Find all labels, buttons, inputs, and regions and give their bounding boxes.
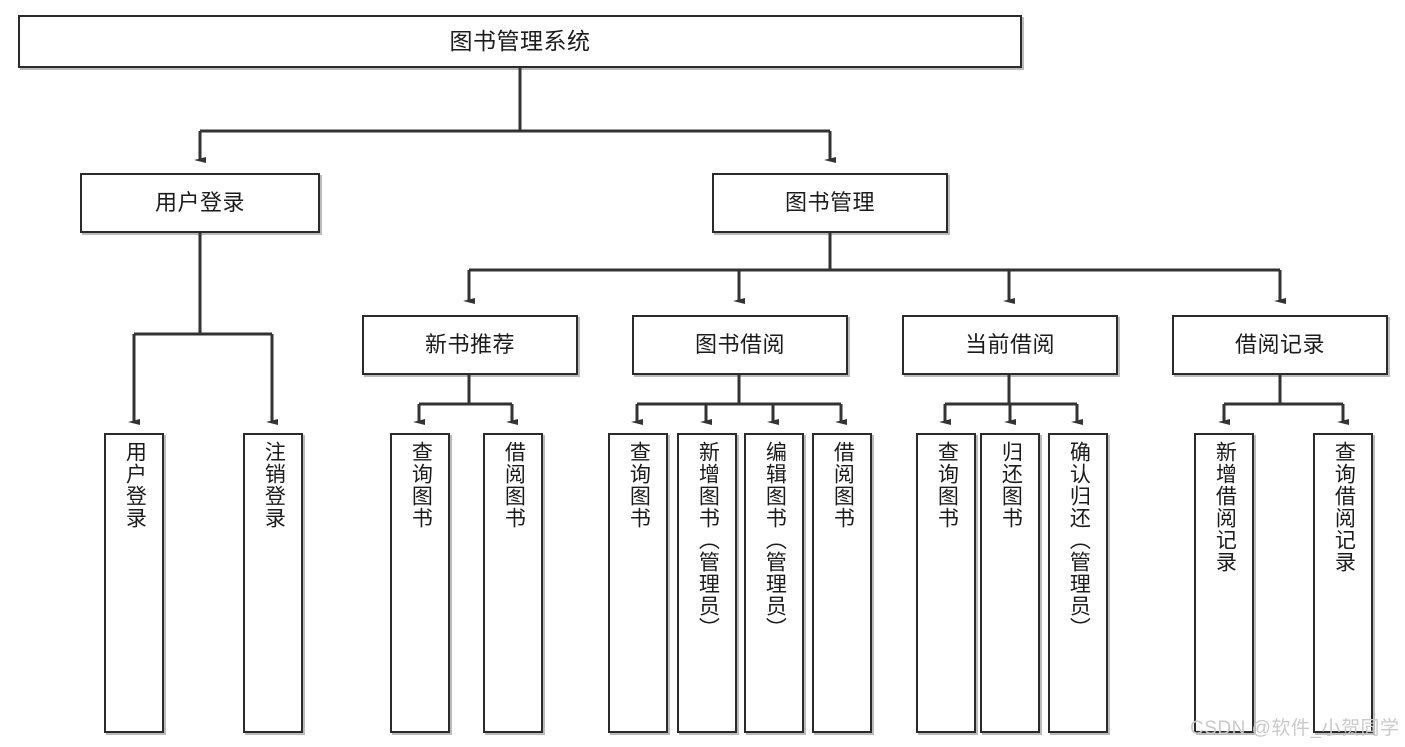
node-book-management-label: 图书管理 xyxy=(784,190,875,216)
leaf-confirm-return-admin[interactable]: 确认归还（管理员） xyxy=(1048,433,1108,733)
leaf-query-book-current-label: 查询图书 xyxy=(935,441,959,529)
node-borrow-records[interactable]: 借阅记录 xyxy=(1172,315,1388,375)
leaf-query-borrow-record[interactable]: 查询借阅记录 xyxy=(1313,433,1373,733)
leaf-add-book-admin-label: 新增图书（管理员） xyxy=(696,441,720,639)
leaf-query-book-recommend-label: 查询图书 xyxy=(409,441,433,529)
node-user-login-label: 用户登录 xyxy=(154,190,245,216)
node-current-borrow[interactable]: 当前借阅 xyxy=(902,315,1118,375)
node-borrow-records-label: 借阅记录 xyxy=(1234,332,1325,358)
leaf-query-borrow-record-label: 查询借阅记录 xyxy=(1332,441,1356,573)
leaf-borrow-book-label: 借阅图书 xyxy=(831,441,855,529)
node-root[interactable]: 图书管理系统 xyxy=(18,15,1022,68)
leaf-query-book-current[interactable]: 查询图书 xyxy=(916,433,976,733)
leaf-borrow-book-recommend[interactable]: 借阅图书 xyxy=(483,433,543,733)
leaf-query-book-borrow[interactable]: 查询图书 xyxy=(608,433,668,733)
leaf-return-book-label: 归还图书 xyxy=(999,441,1023,529)
leaf-edit-book-admin-label: 编辑图书（管理员） xyxy=(763,441,787,639)
leaf-borrow-book[interactable]: 借阅图书 xyxy=(812,433,872,733)
leaf-return-book[interactable]: 归还图书 xyxy=(980,433,1040,733)
leaf-confirm-return-admin-label: 确认归还（管理员） xyxy=(1067,441,1091,639)
node-book-borrow[interactable]: 图书借阅 xyxy=(632,315,848,375)
node-book-borrow-label: 图书借阅 xyxy=(694,332,785,358)
leaf-user-login[interactable]: 用户登录 xyxy=(104,433,164,733)
node-current-borrow-label: 当前借阅 xyxy=(964,332,1055,358)
leaf-query-book-borrow-label: 查询图书 xyxy=(627,441,651,529)
leaf-user-login-label: 用户登录 xyxy=(123,441,147,529)
leaf-logout[interactable]: 注销登录 xyxy=(243,433,303,733)
node-user-login[interactable]: 用户登录 xyxy=(80,173,320,233)
leaf-add-book-admin[interactable]: 新增图书（管理员） xyxy=(677,433,737,733)
node-book-management[interactable]: 图书管理 xyxy=(712,173,948,233)
node-new-book-recommend-label: 新书推荐 xyxy=(424,332,515,358)
leaf-borrow-book-recommend-label: 借阅图书 xyxy=(502,441,526,529)
leaf-add-borrow-record-label: 新增借阅记录 xyxy=(1213,441,1237,573)
leaf-query-book-recommend[interactable]: 查询图书 xyxy=(390,433,450,733)
csdn-watermark: CSDN @软件_小贺同学 xyxy=(1190,718,1400,739)
node-root-label: 图书管理系统 xyxy=(449,28,591,55)
leaf-edit-book-admin[interactable]: 编辑图书（管理员） xyxy=(744,433,804,733)
leaf-logout-label: 注销登录 xyxy=(262,441,286,529)
leaf-add-borrow-record[interactable]: 新增借阅记录 xyxy=(1194,433,1254,733)
node-new-book-recommend[interactable]: 新书推荐 xyxy=(362,315,578,375)
